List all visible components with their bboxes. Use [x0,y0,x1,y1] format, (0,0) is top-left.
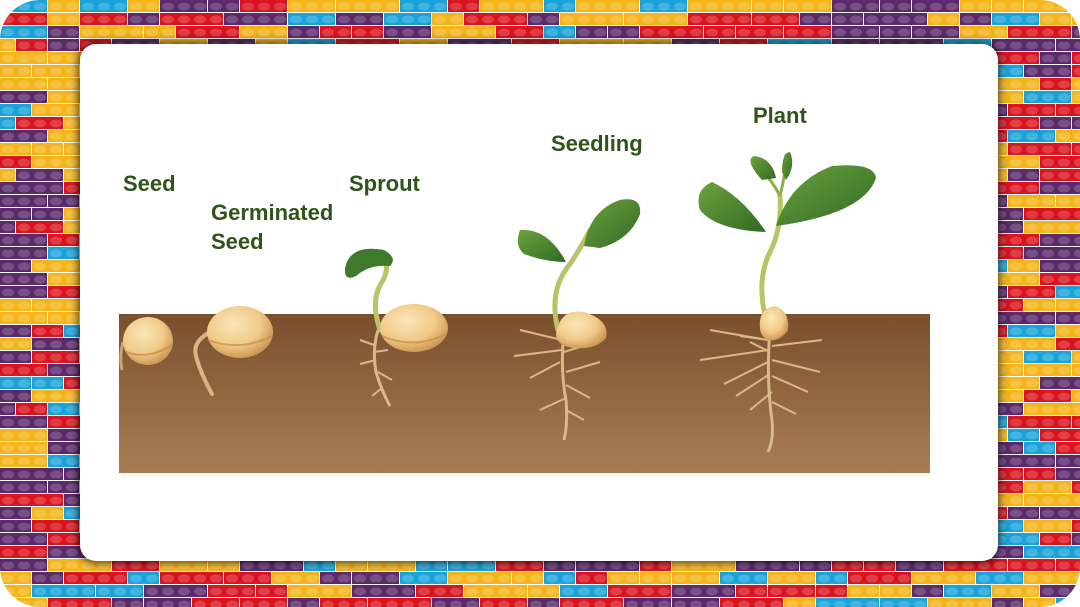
sprout-label: Sprout [349,171,420,196]
plant-label: Plant [753,103,807,128]
diagram-card [80,44,998,561]
germinated-seed-illustration [193,306,273,396]
germinated-seed-label-line2: Seed [211,229,264,254]
seed-label: Seed [123,171,176,196]
germinated-seed-label-line1: Germinated [211,200,334,225]
seedling-illustration [513,199,641,441]
sprout-illustration [344,248,448,407]
seedling-label: Seedling [551,131,643,156]
seed-illustration [119,317,173,371]
plant-illustration [698,152,876,453]
